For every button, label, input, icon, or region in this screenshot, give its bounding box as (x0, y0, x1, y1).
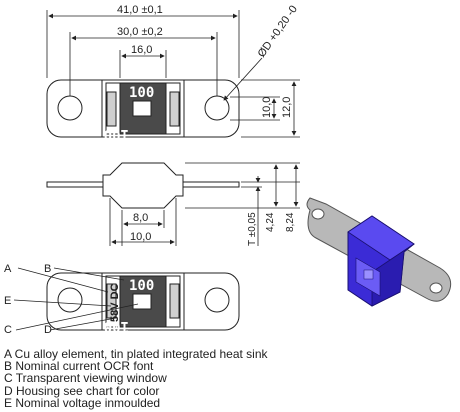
callout-d: D (44, 324, 52, 336)
front-left-hole (57, 287, 83, 313)
legend-item-b: B Nominal current OCR font (4, 359, 154, 374)
callout-e: E (4, 295, 11, 307)
side-dimension-lines (109, 162, 300, 246)
fuse-3d-illustration (306, 197, 452, 307)
legend: A Cu alloy element, tin plated integrate… (4, 348, 268, 409)
front-view (46, 272, 240, 331)
fuse-value-bottom: 100 (104, 126, 129, 142)
callout-c: C (4, 324, 12, 336)
legend-item-d: D Housing see chart for color (4, 383, 160, 398)
callout-a: A (4, 263, 12, 275)
dim-height-424: 4,24 (265, 212, 276, 232)
top-view (46, 79, 240, 138)
callout-b: B (44, 263, 51, 275)
dim-height-824: 8,24 (285, 212, 296, 232)
side-body (102, 162, 184, 209)
voltage-label: 58V DC (109, 283, 121, 322)
fuse-value-top: 100 (129, 85, 154, 101)
side-view (46, 162, 240, 209)
front-right-clip (169, 283, 180, 319)
front-value-top: 100 (129, 278, 154, 294)
dim-height-inner: 10,0 (261, 97, 273, 118)
dim-overall-length: 41,0 ±0,1 (117, 4, 163, 16)
callout-leaders (13, 267, 139, 331)
fuse-label-panel (119, 82, 167, 135)
front-label-panel (119, 275, 167, 328)
dim-hole-spacing: 30,0 ±0,2 (117, 26, 163, 38)
left-clip (106, 91, 117, 127)
dim-hole-diameter: ØD +0,20 -0 (256, 3, 300, 59)
dim-base-outer: 10,0 (130, 231, 151, 243)
legend-item-c: C Transparent viewing window (4, 371, 167, 386)
dim-thickness: T ±0,05 (247, 212, 258, 246)
top-dimension-lines (46, 10, 300, 138)
legend-item-a: A Cu alloy element, tin plated integrate… (4, 347, 268, 361)
right-hole (204, 95, 230, 121)
viewing-window (132, 100, 152, 117)
front-left-clip (106, 283, 117, 319)
dim-base-inner: 8,0 (133, 212, 148, 224)
left-hole (57, 95, 83, 121)
legend-item-e: E Nominal voltage inmoulded (4, 395, 161, 410)
dim-height-outer: 12,0 (281, 97, 293, 118)
right-clip (169, 91, 180, 127)
dim-body-width: 16,0 (131, 44, 152, 56)
front-right-hole (204, 287, 230, 313)
front-viewing-window (132, 293, 152, 310)
front-value-bottom: 100 (104, 318, 129, 334)
